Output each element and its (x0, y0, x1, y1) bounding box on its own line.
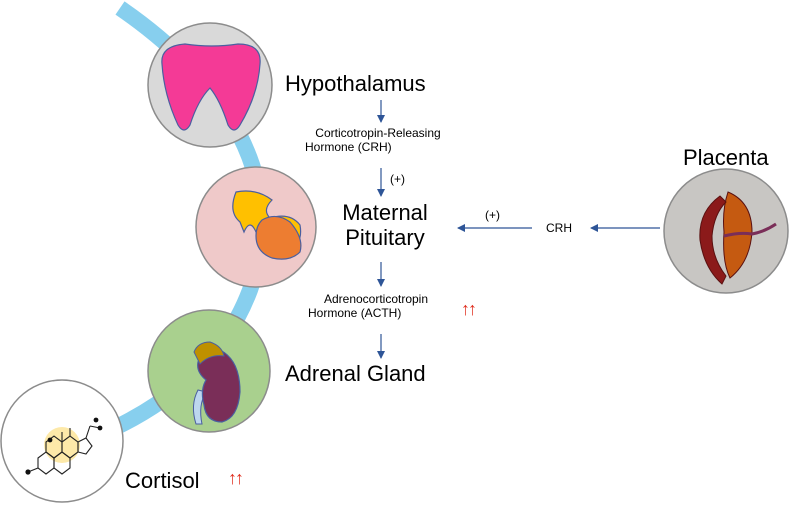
acth-hormone-line2: Hormone (ACTH) (308, 305, 402, 320)
cortisol-increase-indicator: ↑↑ (228, 468, 244, 488)
pituitary-anterior-icon (255, 215, 302, 260)
stimulation-label-placenta: (+) (485, 208, 500, 222)
crh-hormone-line1: Corticotropin-Releasing (315, 126, 441, 140)
adrenal-illustration (147, 309, 271, 433)
adrenal-cap-icon (193, 341, 225, 365)
maternal-pituitary-line2: Pituitary (345, 225, 425, 251)
hypothalamus-illustration (147, 22, 273, 148)
placenta-label: Placenta (683, 145, 769, 170)
acth-hormone-line1: Adrenocorticotropin (323, 292, 429, 306)
placenta-crh-label: CRH (546, 221, 572, 235)
cortisol-label: Cortisol (125, 468, 200, 493)
stimulation-label-crh: (+) (390, 172, 405, 186)
pituitary-illustration (195, 166, 317, 288)
crh-hormone-line2: Hormone (CRH) (305, 139, 392, 154)
maternal-pituitary-label: Maternal Pituitary (330, 200, 440, 251)
acth-hormone-label: Adrenocorticotropin Hormone (ACTH) (308, 292, 444, 321)
hypothalamus-organ-icon (161, 43, 261, 131)
placenta-dark-icon (699, 195, 727, 285)
maternal-pituitary-line1: Maternal (342, 200, 428, 225)
crh-hormone-label: Corticotropin-Releasing Hormone (CRH) (303, 126, 453, 155)
placenta-illustration (663, 168, 789, 294)
steroid-structure-icon (27, 425, 101, 475)
acth-increase-indicator: ↑↑ (461, 299, 477, 319)
hypothalamus-label: Hypothalamus (285, 71, 426, 96)
cortisol-illustration (0, 379, 124, 503)
adrenal-gland-label: Adrenal Gland (285, 361, 426, 386)
umbilical-cord-icon (723, 222, 777, 238)
